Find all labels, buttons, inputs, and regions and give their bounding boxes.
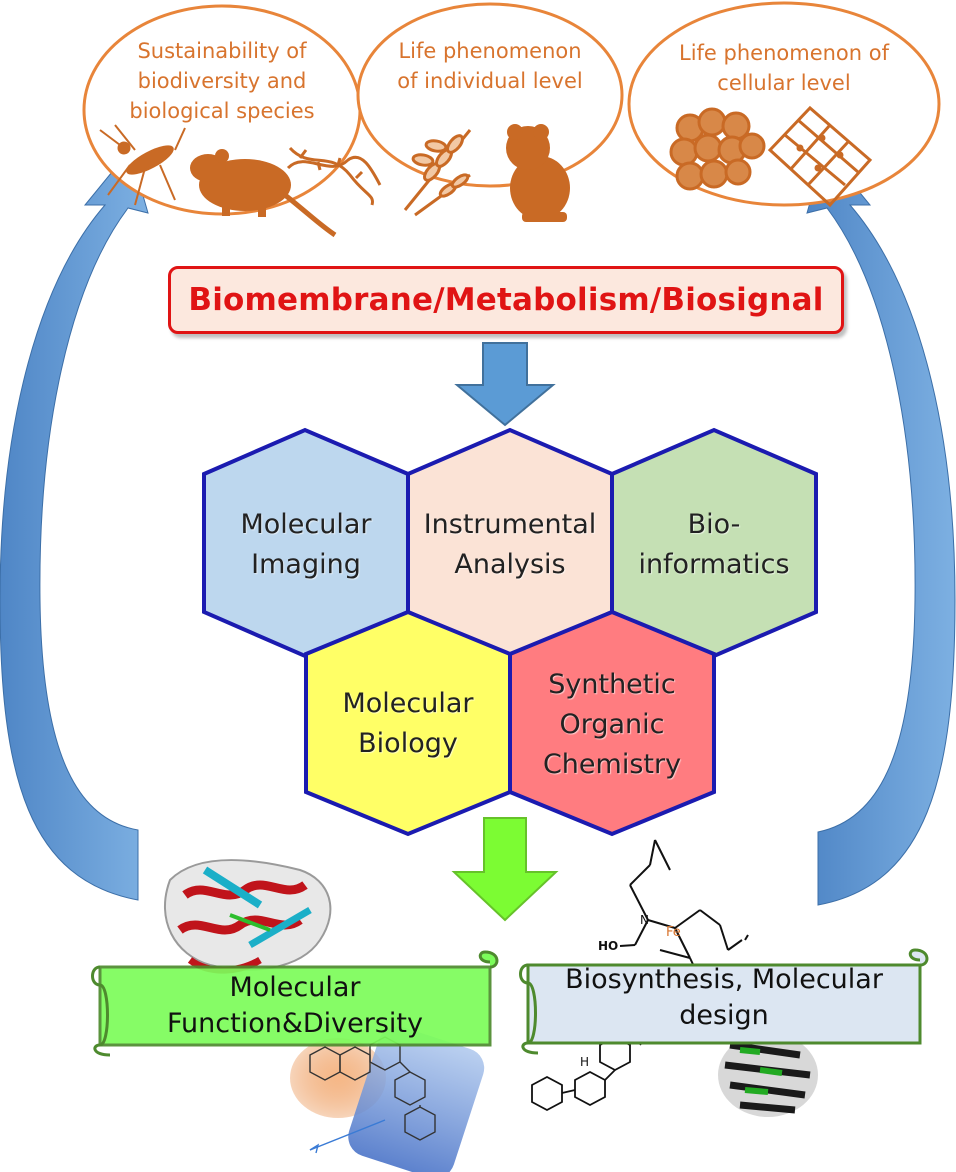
scroll-label-function-diversity: Molecular Function&Diversity <box>166 972 423 1039</box>
ellipse-cellular <box>627 1 941 207</box>
scroll-label-biosynthesis-design: Biosynthesis, Molecular design <box>565 964 883 1031</box>
rat-icon <box>190 149 337 238</box>
banner-biomembrane: Biomembrane/Metabolism/Biosignal <box>168 266 844 334</box>
hex-label-bioinformatics: Bio- informatics <box>638 509 790 580</box>
hex-label-molecular-biology: Molecular Biology <box>342 688 474 759</box>
ellipse-individual-label: Life phenomenon of individual level <box>397 39 583 93</box>
iron-complex-structure-icon: Fe HO N <box>598 839 749 976</box>
hex-label-synthetic-organic-chemistry: Synthetic Organic Chemistry <box>542 669 682 780</box>
mouse-icon <box>506 124 570 222</box>
hex-label-instrumental-analysis: Instrumental Analysis <box>423 509 597 580</box>
cell-cluster-icon <box>669 107 766 191</box>
iron-label: Fe <box>666 925 681 940</box>
down-arrow-blue <box>454 342 556 427</box>
mosquito-icon <box>99 124 186 206</box>
wheat-icon <box>403 129 472 217</box>
ellipse-biodiversity-label: Sustainability of biodiversity and biolo… <box>129 39 315 123</box>
plant-cells-icon <box>767 105 873 208</box>
protein-ribbon-icon <box>164 859 332 974</box>
nitrogen-label: N <box>640 913 649 927</box>
hydroxyl-label: HO <box>598 939 618 953</box>
down-arrow-green <box>451 817 559 922</box>
hex-label-molecular-imaging: Molecular Imaging <box>240 509 372 580</box>
hydrogen-label: H <box>580 1055 589 1069</box>
right-cycle-arrow <box>806 148 956 906</box>
dna-icon <box>286 146 382 206</box>
left-cycle-arrow <box>0 148 149 901</box>
scroll-biosynthesis-design <box>519 948 929 1055</box>
scroll-function-diversity <box>91 950 499 1057</box>
ellipse-individual <box>356 2 624 188</box>
hex-synthetic-organic-chemistry <box>508 609 716 837</box>
beta-barrel-protein-icon <box>718 1033 818 1117</box>
ellipse-cellular-label: Life phenomenon of cellular level <box>679 41 889 95</box>
